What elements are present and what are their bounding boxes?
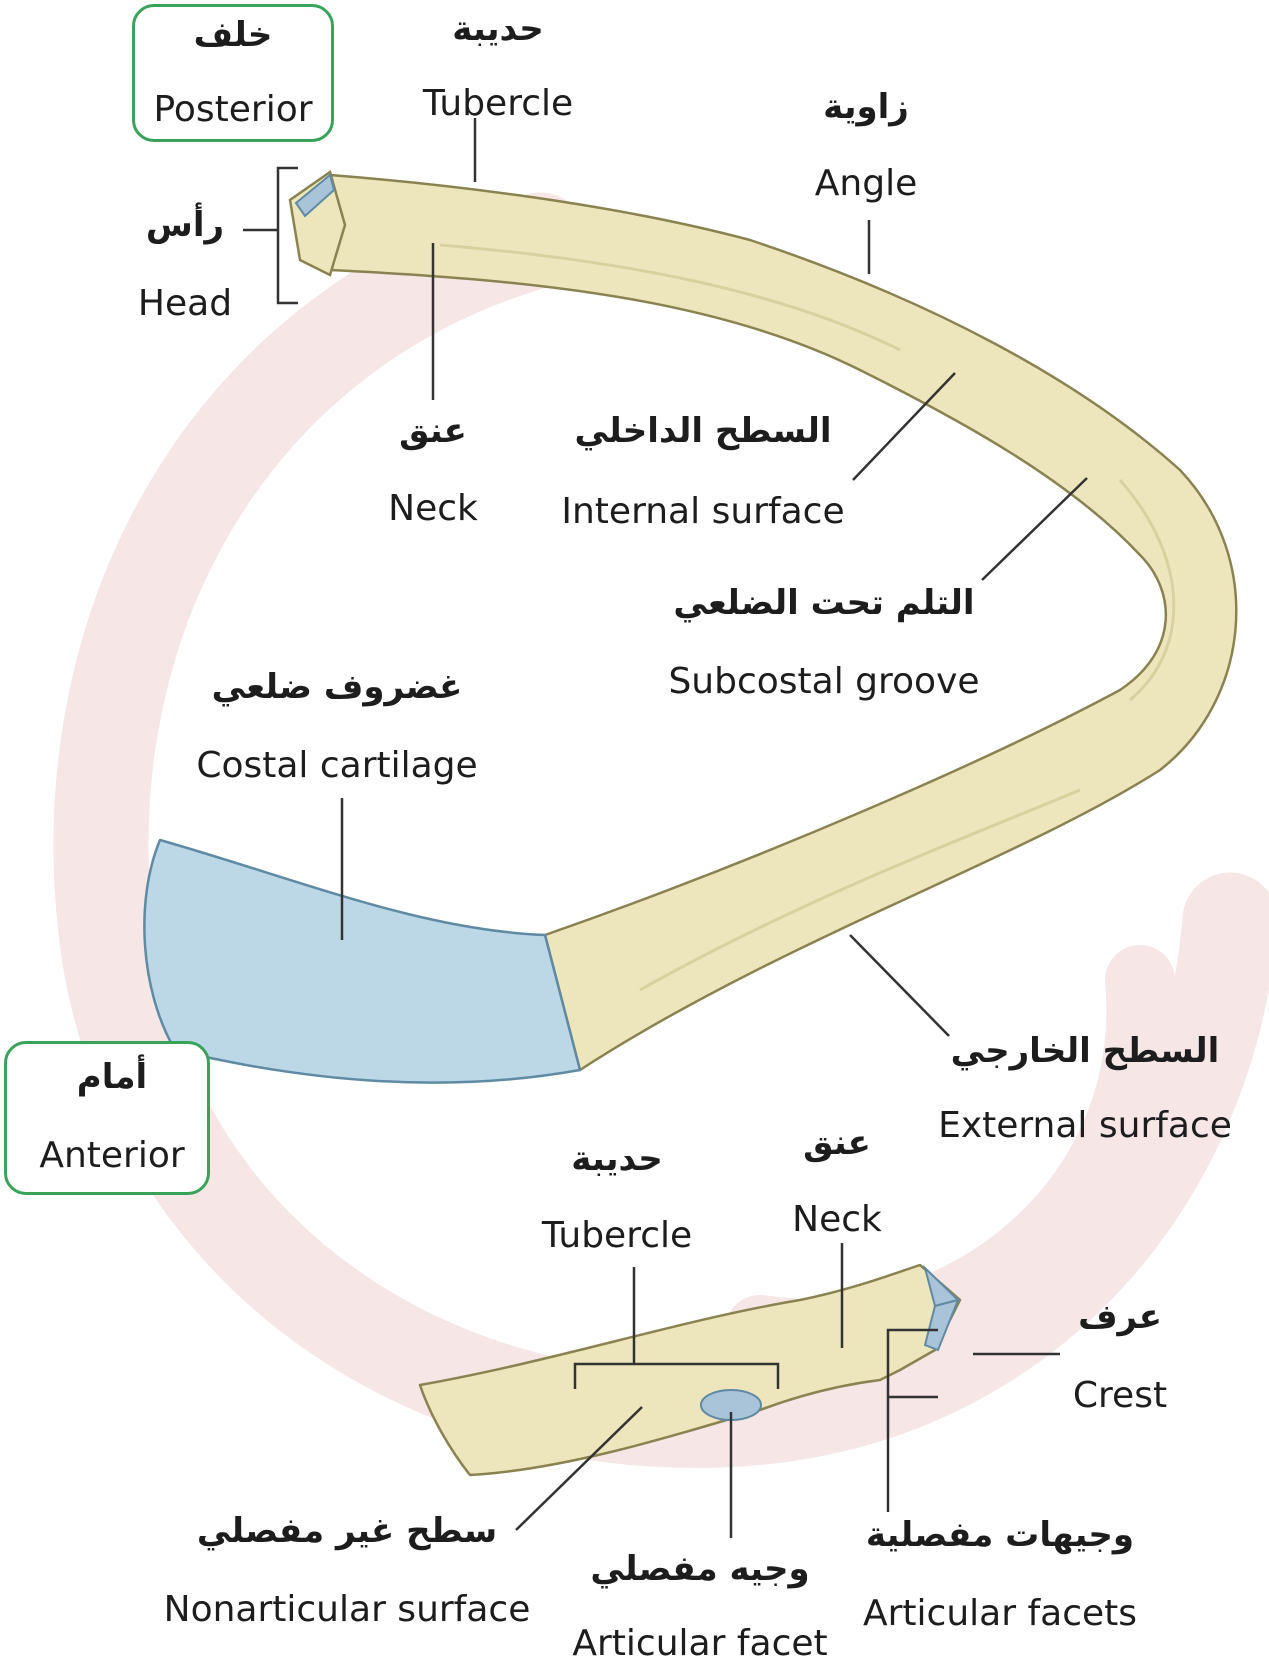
costal-cartilage-label-ar: غضروف ضلعي [212,670,463,704]
head-label-ar: رأس [146,208,224,242]
neck-top-label-en: Neck [388,491,478,527]
costal-cartilage-label-en: Costal cartilage [196,748,477,784]
internal-surface-label-en: Internal surface [561,494,844,530]
angle-label-ar: زاوية [823,90,909,124]
posterior-label-ar: خلف [194,18,273,52]
leader-subcostal-groove [982,478,1087,580]
tubercle-bottom-label-en: Tubercle [542,1218,692,1254]
neck-bottom-label-en: Neck [792,1202,882,1238]
subcostal-groove-label-ar: التلم تحت الضلعي [673,586,974,620]
articular-facets-label-ar: وجيهات مفصلية [866,1518,1134,1552]
costal-cartilage [144,840,580,1083]
crest-label-ar: عرف [1078,1300,1162,1334]
leader-external-surface [850,935,949,1036]
angle-label-en: Angle [815,166,917,202]
external-surface-label-en: External surface [938,1108,1232,1144]
anterior-label-ar: أمام [77,1060,147,1094]
external-surface-label-ar: السطح الخارجي [951,1034,1220,1068]
articular-facet-label-en: Articular facet [572,1626,827,1662]
subcostal-groove-label-en: Subcostal groove [668,664,979,700]
nonarticular-surface-label-ar: سطح غير مفصلي [197,1514,497,1548]
anterior-label-en: Anterior [39,1138,184,1174]
head-label-en: Head [138,286,232,322]
neck-top-label-ar: عنق [399,414,467,448]
internal-surface-label-ar: السطح الداخلي [575,414,832,448]
tubercle-top-label-en: Tubercle [423,86,573,122]
nonarticular-surface-label-en: Nonarticular surface [164,1592,531,1628]
tubercle-top-label-ar: حديبة [452,12,543,46]
leader-head-bracket [243,168,298,303]
tubercle-bottom-label-ar: حديبة [571,1142,662,1176]
articular-facet-label-ar: وجيه مفصلي [590,1552,809,1586]
articular-facets-label-en: Articular facets [863,1596,1137,1632]
neck-bottom-label-ar: عنق [803,1126,871,1160]
posterior-label-en: Posterior [153,92,312,128]
crest-label-en: Crest [1073,1378,1167,1414]
